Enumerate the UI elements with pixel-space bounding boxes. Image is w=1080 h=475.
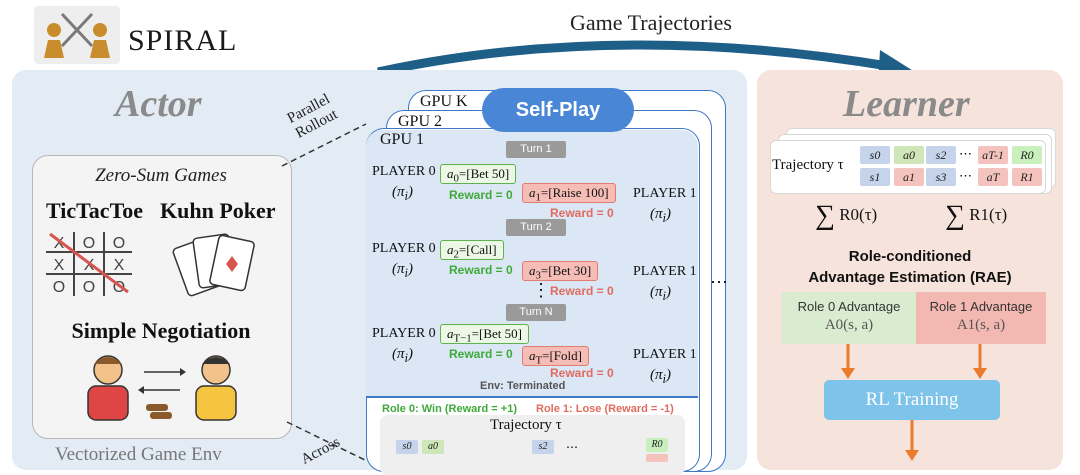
svg-text:O: O: [83, 279, 95, 296]
traj-token-s0: s0: [396, 440, 418, 454]
traj-token-s2: s2: [532, 440, 554, 454]
gpu-1-divider: [366, 396, 698, 398]
svg-text:X: X: [114, 257, 125, 274]
gpu-1-label: GPU 1: [380, 131, 425, 148]
traj-token-r1: [646, 454, 668, 462]
tictactoe-board-icon: X O O X X X O O O: [46, 232, 132, 296]
negotiation-people-icon: [87, 355, 237, 421]
parallel-connector: [281, 123, 367, 167]
action-aT: aT=[Fold]: [522, 346, 589, 367]
sum-r1: ∑ R1(τ): [945, 200, 1008, 231]
learner-token-s1: s1: [860, 168, 890, 186]
svg-text:O: O: [83, 235, 95, 252]
kuhn-poker-label: Kuhn Poker: [160, 198, 276, 223]
learner-ellipsis: ⋯: [959, 168, 972, 183]
across-connector: [286, 421, 366, 461]
player1-policy: (πi): [650, 206, 671, 225]
self-play-badge: Self-Play: [482, 88, 634, 132]
player1-policy: (πi): [650, 367, 671, 386]
zero-sum-games-box: [32, 155, 292, 439]
actor-title: Actor: [115, 83, 202, 125]
action-a3: a3=[Bet 30]: [522, 261, 599, 282]
player0-policy: (πi): [392, 261, 413, 280]
learner-token-aT: aT: [978, 168, 1008, 186]
gpu-2-label: GPU 2: [398, 113, 443, 130]
env-terminated-label: Env: Terminated: [480, 380, 566, 392]
tictactoe-label: TicTacToe: [46, 198, 143, 223]
learner-token-a0: a0: [894, 146, 924, 164]
learner-token-s2: s2: [926, 146, 956, 164]
learner-trajectory-label: Trajectory τ: [772, 157, 844, 173]
reward-a0: Reward = 0: [449, 188, 513, 202]
action-a1: a1=[Raise 100]: [522, 183, 616, 204]
learner-ellipsis: ⋯: [959, 146, 972, 161]
action-a0: a0=[Bet 50]: [440, 164, 517, 185]
logo-text: SPIRAL: [128, 24, 238, 57]
turn-n-label: Turn N: [506, 304, 566, 321]
actor-trajectory-label: Trajectory τ: [490, 417, 562, 433]
reward-a2: Reward = 0: [449, 263, 513, 277]
role1-advantage-box: Role 1 Advantage A1(s, a): [916, 292, 1046, 344]
rae-heading: Role-conditioned Advantage Estimation (R…: [808, 248, 1012, 286]
svg-text:X: X: [84, 257, 95, 274]
action-a2: a2=[Call]: [440, 240, 504, 261]
learner-token-s0: s0: [860, 146, 890, 164]
player0-policy: (πi): [392, 346, 413, 365]
learner-token-r0: R0: [1012, 146, 1042, 164]
reward-a1: Reward = 0: [550, 206, 614, 220]
reward-aT-1: Reward = 0: [449, 347, 513, 361]
ellipsis-horizontal: ⋯: [710, 272, 728, 292]
player1-label: PLAYER 1: [633, 264, 697, 279]
learner-token-s3: s3: [926, 168, 956, 186]
arrow-down-icon: [905, 420, 919, 461]
ellipsis-vertical: ⋮: [532, 280, 550, 300]
gpu-k-label: GPU K: [420, 93, 468, 110]
playing-cards-icon: [172, 233, 255, 297]
sum-r0: ∑ R0(τ): [815, 200, 878, 231]
player1-label: PLAYER 1: [633, 186, 697, 201]
rl-training-box: RL Training: [824, 380, 1000, 420]
traj-token-a0: a0: [422, 440, 444, 454]
traj-token-r0: R0: [646, 438, 668, 452]
player0-label: PLAYER 0: [372, 241, 436, 256]
turn-1-label: Turn 1: [506, 141, 566, 158]
chess-swords-icon: [44, 12, 110, 58]
role0-advantage-box: Role 0 Advantage A0(s, a): [782, 292, 916, 344]
svg-text:O: O: [53, 279, 65, 296]
role1-result: Role 1: Lose (Reward = -1): [536, 403, 674, 415]
reward-a3: Reward = 0: [550, 284, 614, 298]
svg-text:O: O: [113, 235, 125, 252]
player0-label: PLAYER 0: [372, 326, 436, 341]
player1-label: PLAYER 1: [633, 347, 697, 362]
player1-policy: (πi): [650, 284, 671, 303]
role0-result: Role 0: Win (Reward = +1): [382, 403, 517, 415]
player0-policy: (πi): [392, 184, 413, 203]
svg-text:X: X: [54, 257, 65, 274]
vectorized-env-label: Vectorized Game Env: [55, 444, 222, 465]
zero-sum-heading: Zero-Sum Games: [95, 165, 227, 186]
learner-token-aT-1: aT-1: [978, 146, 1008, 164]
svg-text:X: X: [54, 235, 65, 252]
learner-token-a1: a1: [894, 168, 924, 186]
learner-token-r1: R1: [1012, 168, 1042, 186]
logo-image: [34, 6, 120, 64]
simple-negotiation-label: Simple Negotiation: [71, 318, 251, 343]
learner-title: Learner: [843, 83, 970, 125]
reward-aT: Reward = 0: [550, 366, 614, 380]
arrow-down-icon: [973, 344, 987, 379]
turn-2-label: Turn 2: [506, 219, 566, 236]
traj-ellipsis: ⋯: [566, 440, 578, 454]
player0-label: PLAYER 0: [372, 164, 436, 179]
game-trajectories-label: Game Trajectories: [570, 10, 732, 35]
arrow-down-icon: [841, 344, 855, 379]
action-aT-1: aT−1=[Bet 50]: [440, 324, 529, 345]
